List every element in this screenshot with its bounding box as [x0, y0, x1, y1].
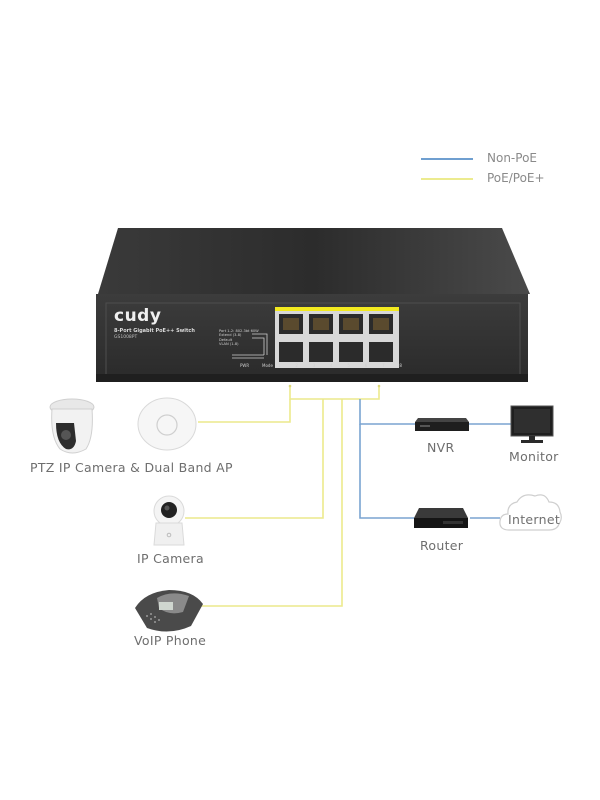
non-poe-line-nvr	[359, 399, 416, 425]
port-label-7: 7	[382, 363, 385, 368]
voip-phone-icon	[135, 590, 203, 632]
switch-top-face	[98, 228, 530, 294]
router-label: Router	[420, 538, 464, 553]
non-poe-line-router	[359, 424, 414, 519]
dip-label-3: Default	[219, 337, 233, 342]
switch-model: GS1008PT	[114, 335, 138, 340]
nvr-icon	[415, 418, 469, 431]
legend-line-non-poe	[421, 158, 473, 160]
ip-camera-icon	[153, 495, 185, 546]
port-label-6: 6	[364, 363, 368, 368]
poe-line-ip-camera	[185, 399, 324, 519]
port-2	[279, 342, 303, 362]
legend-label-non-poe: Non-PoE	[487, 151, 537, 165]
poe-bracket-line	[289, 386, 380, 400]
poe-indicator-bar	[275, 307, 399, 311]
internet-label: Internet	[508, 512, 561, 527]
switch-description: 8-Port Gigabit PoE++ Switch	[114, 328, 195, 334]
legend-line-poe	[421, 178, 473, 180]
bracket-tick-left	[288, 384, 292, 388]
dip-label-1: Port 1-2: 802.3bt 60W	[219, 329, 259, 333]
port-label-1: 1	[278, 363, 281, 368]
legend-label-poe: PoE/PoE+	[487, 171, 545, 185]
port-label-3: 3	[312, 363, 316, 368]
dip-labels: Port 1-2: 802.3bt 60W Extend (3-8) Defau…	[219, 329, 259, 347]
switch-brand-logo: cudy	[114, 306, 162, 326]
monitor-icon	[510, 405, 554, 443]
access-point-icon	[137, 397, 197, 451]
pwr-label: PWR	[240, 363, 250, 368]
monitor-label: Monitor	[509, 449, 559, 464]
ptz-ap-label: PTZ IP Camera & Dual Band AP	[30, 460, 233, 475]
port-8	[369, 342, 393, 362]
dip-switch	[232, 333, 268, 359]
poe-switch: cudy 8-Port Gigabit PoE++ Switch GS1008P…	[92, 226, 532, 386]
port-6	[339, 342, 363, 362]
voip-phone-label: VoIP Phone	[134, 633, 207, 648]
port-label-2: 2	[295, 363, 298, 368]
ptz-camera-icon	[49, 398, 95, 454]
bracket-tick-right	[377, 384, 381, 388]
port-number-labels: 1 2 3 4 5 6 7 8	[278, 363, 402, 368]
mode-label: Mode	[262, 363, 273, 368]
poe-line-ptz-ap	[198, 399, 291, 423]
port-label-8: 8	[399, 363, 402, 368]
dip-label-4: VLAN (1-8)	[219, 342, 239, 347]
nvr-label: NVR	[427, 440, 455, 455]
internet-cloud-icon	[499, 494, 562, 531]
router-icon	[414, 508, 468, 528]
port-4	[309, 342, 333, 362]
port-label-5: 5	[347, 363, 350, 368]
ip-camera-label: IP Camera	[137, 551, 204, 566]
dip-label-2: Extend (3-8)	[219, 333, 242, 338]
port-label-4: 4	[330, 363, 333, 368]
poe-line-voip-phone	[200, 399, 343, 607]
